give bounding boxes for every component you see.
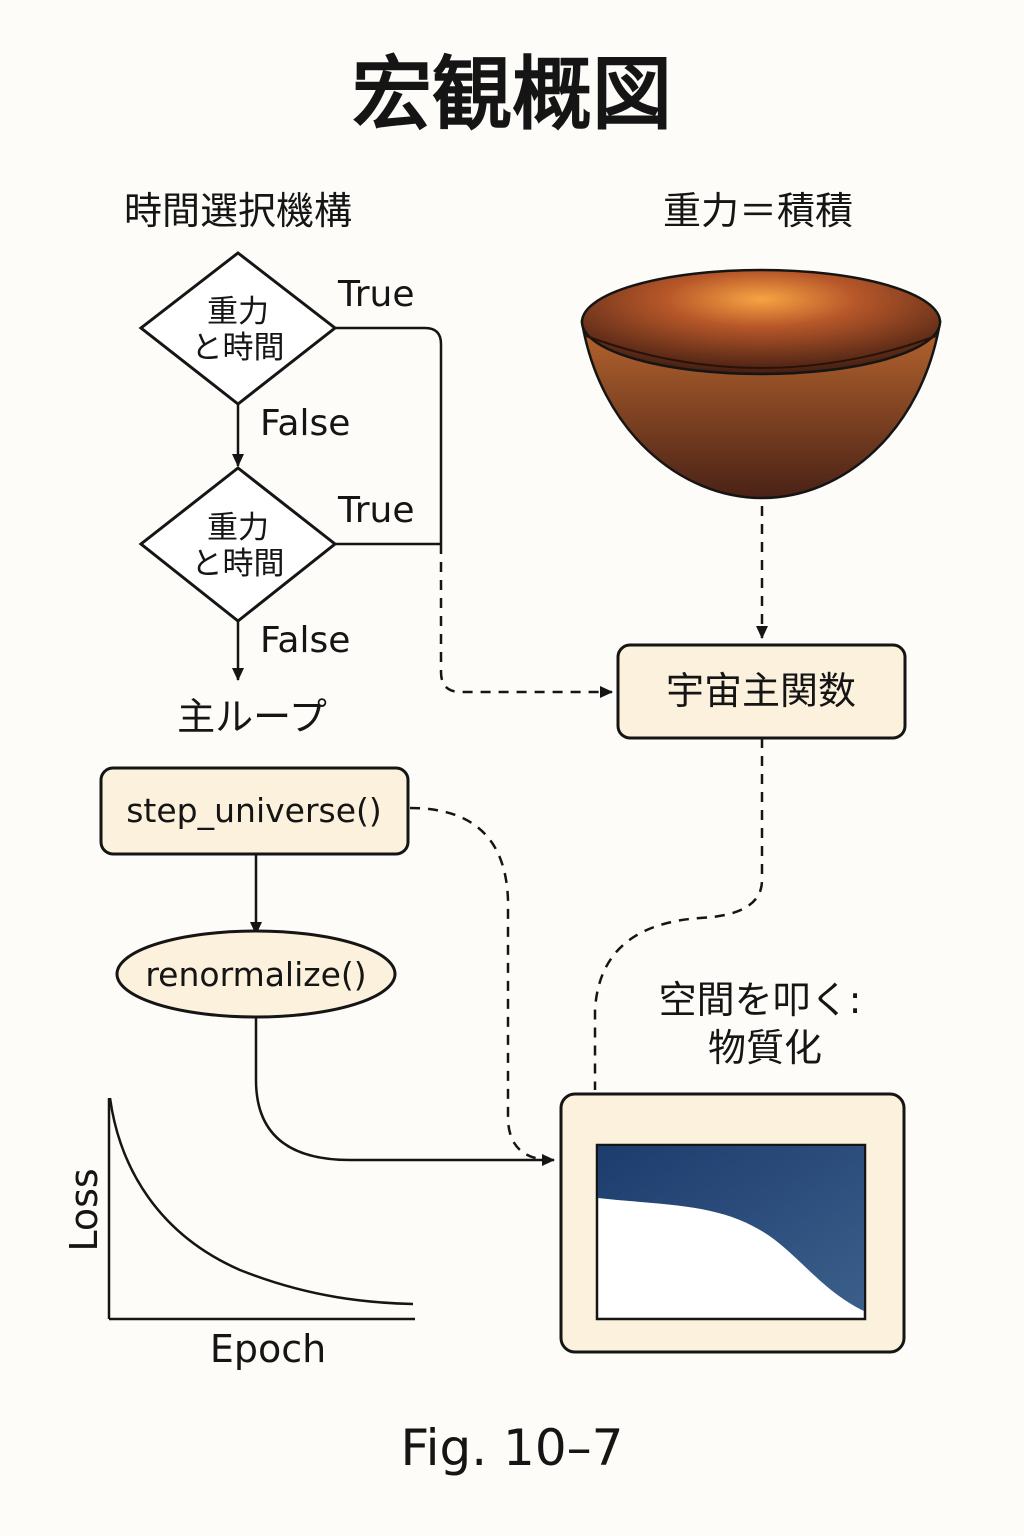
renormalize-to-panel-arrow xyxy=(254,1017,555,1166)
loss-x-label: Epoch xyxy=(210,1327,326,1371)
materialize-panel-fill xyxy=(598,1146,864,1311)
materialize-label-line2: 物質化 xyxy=(708,1026,822,1070)
decision-node-1: 重力 と時間 xyxy=(138,251,338,406)
decision-1-true-connector xyxy=(335,326,443,544)
cosmic-main-function-node: 宇宙主関数 xyxy=(616,643,907,740)
step-to-panel-dashed-arrow xyxy=(409,806,553,1162)
page-title: 宏観概図 xyxy=(352,48,672,141)
figure-caption: Fig. 10–7 xyxy=(401,1419,624,1477)
gravity-well-bowl xyxy=(580,268,942,500)
decision-2-line2: と時間 xyxy=(192,546,285,582)
decision-1-false-label: False xyxy=(260,403,350,444)
gravity-heading: 重力＝積積 xyxy=(663,189,853,233)
decision-2-true-label: True xyxy=(337,490,414,531)
cosmic-to-materialize-dashed-connector xyxy=(593,738,764,1090)
loss-y-label: Loss xyxy=(62,1168,106,1251)
decision-1-true-label: True xyxy=(337,274,414,315)
cosmic-main-function-label: 宇宙主関数 xyxy=(666,669,856,713)
main-loop-label: 主ループ xyxy=(177,695,327,739)
renormalize-label: renormalize() xyxy=(145,955,366,994)
decisions-to-cosmic-dashed-arrow xyxy=(439,544,613,698)
decision-1-line2: と時間 xyxy=(192,330,285,366)
step-universe-label: step_universe() xyxy=(126,791,382,830)
renormalize-node: renormalize() xyxy=(115,929,397,1019)
decision-2-false-label: False xyxy=(260,620,350,661)
decision-1-line1: 重力 xyxy=(207,294,269,330)
decision-2-line1: 重力 xyxy=(207,510,269,546)
materialize-label-line1: 空間を叩く: xyxy=(659,978,862,1022)
decision-node-2: 重力 と時間 xyxy=(138,466,338,623)
step-universe-node: step_universe() xyxy=(99,766,410,856)
time-selection-heading: 時間選択機構 xyxy=(124,189,352,233)
materialize-panel xyxy=(559,1092,906,1354)
loss-curve xyxy=(108,1097,414,1306)
loss-curve-chart: Loss Epoch xyxy=(62,1097,415,1371)
